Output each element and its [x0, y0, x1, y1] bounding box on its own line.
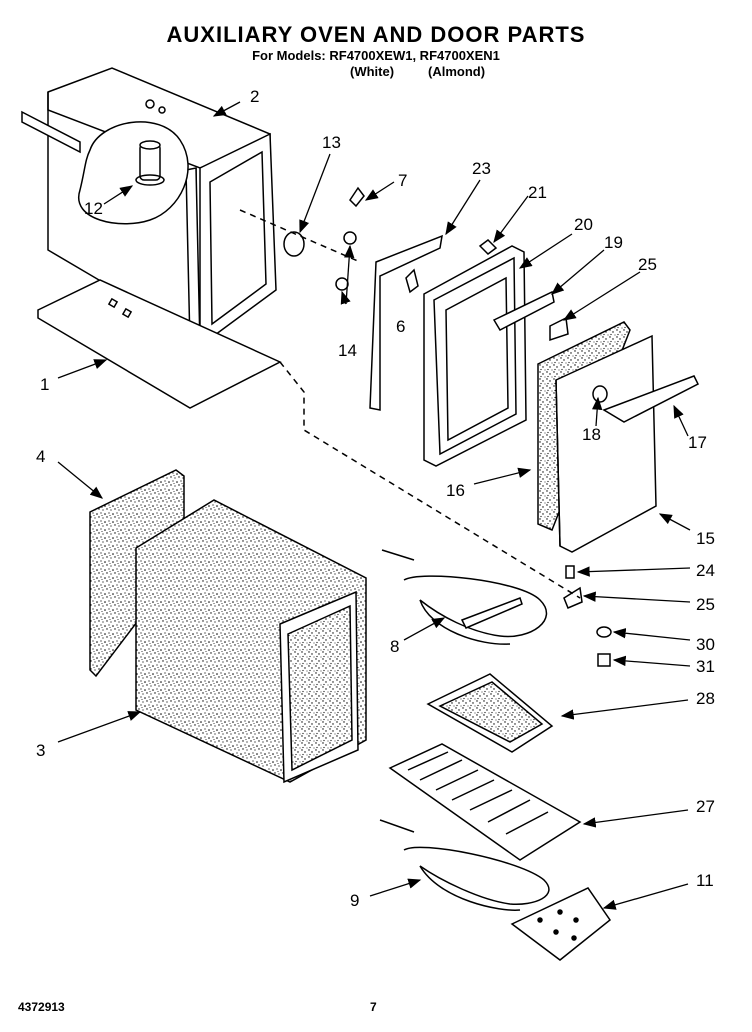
callout-25-upper: 25 [638, 255, 657, 274]
variant-white: (White) [350, 64, 395, 79]
oven-rack [388, 743, 582, 861]
callout-8: 8 [390, 637, 399, 656]
bake-element [381, 549, 548, 645]
door-handle [602, 375, 700, 423]
leader-25b [582, 591, 691, 603]
socket-parts [335, 231, 357, 291]
leader-14b [340, 290, 351, 305]
leader-25a [562, 271, 641, 321]
leader-13 [299, 153, 331, 234]
screw [405, 268, 419, 294]
leader-31 [612, 655, 691, 667]
leader-30 [612, 628, 691, 641]
leader-19 [551, 249, 605, 295]
callout-7: 7 [398, 171, 407, 190]
callout-19: 19 [604, 233, 623, 252]
leader-9 [369, 878, 422, 897]
page-number: 7 [370, 1000, 377, 1014]
handle-endcap [592, 385, 608, 403]
bottom-panel [37, 279, 282, 409]
callout-24: 24 [696, 561, 715, 580]
callout-21: 21 [528, 183, 547, 202]
callout-17: 17 [688, 433, 707, 452]
variant-almond: (Almond) [428, 64, 486, 79]
leader-28 [560, 699, 689, 720]
bolt [597, 653, 611, 667]
nut [596, 626, 612, 638]
callout-1: 1 [40, 375, 49, 394]
leader-12 [103, 185, 134, 205]
callout-6: 6 [396, 317, 405, 336]
door-spring-part [565, 565, 575, 579]
callout-9: 9 [350, 891, 359, 910]
page-title: AUXILIARY OVEN AND DOOR PARTS [166, 22, 586, 47]
heat-shield [510, 887, 612, 961]
leader-24 [576, 566, 691, 577]
part-number: 4372913 [18, 1000, 65, 1014]
callout-11: 11 [696, 871, 714, 890]
leader-16 [473, 467, 532, 485]
light-lens [283, 231, 305, 257]
callout-16: 16 [446, 481, 465, 500]
leader-23 [445, 179, 481, 236]
leader-11 [602, 883, 689, 910]
callout-28: 28 [696, 689, 715, 708]
callout-12: 12 [84, 199, 103, 218]
inner-door-panel [423, 245, 527, 467]
callout-14: 14 [338, 341, 357, 360]
callout-4: 4 [36, 447, 45, 466]
leader-7 [364, 181, 395, 201]
leader-15 [658, 513, 691, 531]
bracket-lower [563, 586, 583, 609]
callout-27: 27 [696, 797, 715, 816]
leader-17 [673, 404, 689, 437]
callout-2: 2 [250, 87, 259, 106]
retainer-clip [478, 239, 498, 255]
leader-4 [57, 461, 104, 499]
leader-21 [493, 195, 529, 244]
callout-15: 15 [696, 529, 715, 548]
leader-8 [403, 617, 446, 641]
callout-23: 23 [472, 159, 491, 178]
models-line: For Models: RF4700XEW1, RF4700XEN1 [252, 48, 500, 63]
leader-14a [344, 244, 355, 305]
callout-20: 20 [574, 215, 593, 234]
leader-27 [582, 809, 689, 828]
door-gasket [369, 234, 443, 411]
callout-31: 31 [696, 657, 715, 676]
oven-insulation-blanket [135, 499, 367, 784]
broiler-pan [426, 673, 554, 753]
callout-13: 13 [322, 133, 341, 152]
leader-20 [518, 233, 573, 269]
leader-18 [591, 396, 603, 427]
bracket-upper [549, 316, 569, 342]
leader-3 [57, 711, 142, 743]
oven-liner [21, 67, 277, 348]
callout-25-lower: 25 [696, 595, 715, 614]
broil-element [379, 819, 550, 911]
leader-1 [57, 359, 108, 379]
callout-3: 3 [36, 741, 45, 760]
outer-door [555, 334, 657, 553]
clip [349, 186, 365, 208]
hinge [492, 290, 555, 331]
callout-30: 30 [696, 635, 715, 654]
callout-18: 18 [582, 425, 601, 444]
leader-2 [212, 101, 241, 117]
alignment-line [279, 361, 581, 599]
